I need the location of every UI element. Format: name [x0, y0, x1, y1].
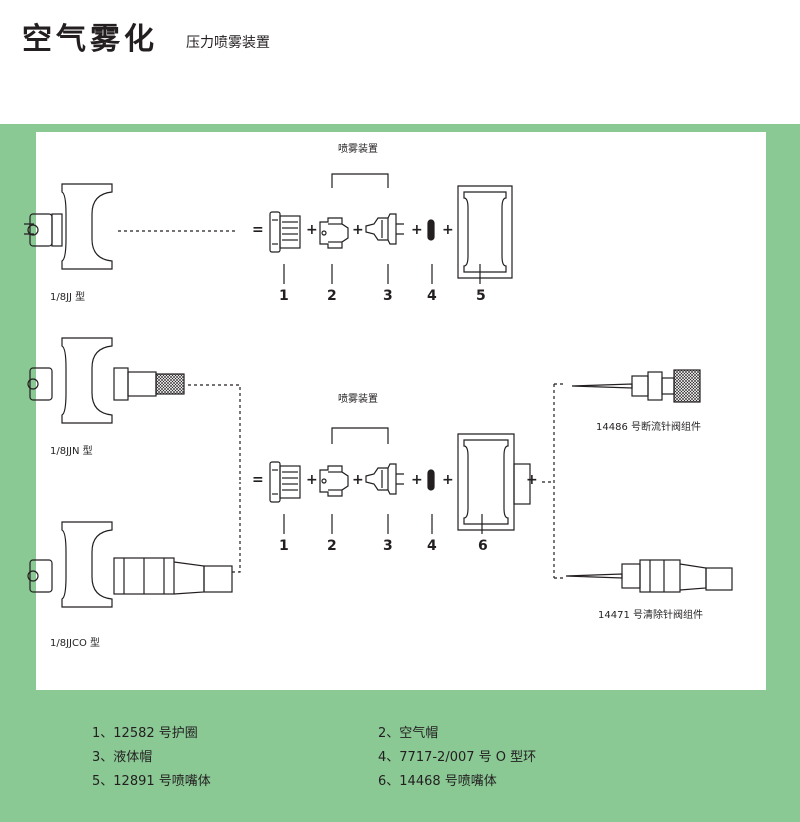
- body-label-1-8jjco: 1/8JJCO 型: [50, 638, 101, 649]
- part-number-top-4: 4: [427, 288, 437, 304]
- plus-sign-1d: +: [442, 222, 454, 238]
- legend-item-4: 4、7717-2/007 号 O 型环: [378, 750, 537, 765]
- legend-item-2: 2、空气帽: [378, 726, 439, 741]
- plus-sign-2d: +: [442, 472, 454, 488]
- body-1-8jjn-diagram: [27, 337, 185, 424]
- part-number-top-3: 3: [383, 288, 393, 304]
- valve-label-14471: 14471 号清除针阀组件: [598, 610, 703, 621]
- plus-sign-2b: +: [352, 472, 364, 488]
- plus-sign-1a: +: [306, 222, 318, 238]
- fluid-cap-2-drawing: [365, 463, 405, 495]
- equals-sign-1: =: [252, 222, 264, 238]
- page-subtitle: 压力喷雾装置: [186, 35, 270, 51]
- part-number-bottom-3: 3: [383, 538, 393, 554]
- nozzle-body-6-drawing: [457, 433, 531, 531]
- retainer-1-drawing: [269, 211, 301, 253]
- part-number-bottom-2: 2: [327, 538, 337, 554]
- o-ring-2-drawing: [427, 469, 435, 491]
- plus-sign-2e: +: [526, 472, 538, 488]
- body-label-1-8jjn: 1/8JJN 型: [50, 446, 93, 457]
- page-title: 空气雾化: [22, 22, 158, 57]
- part-number-bottom-1: 1: [279, 538, 289, 554]
- part-number-top-1: 1: [279, 288, 289, 304]
- spray-setup-label-top: 喷雾装置: [338, 144, 378, 155]
- part-number-top-5: 5: [476, 288, 486, 304]
- body-1-8jj-diagram: [24, 183, 113, 270]
- spray-setup-label-bottom: 喷雾装置: [338, 394, 378, 405]
- shutoff-needle-valve-drawing: [571, 369, 701, 403]
- equals-sign-2: =: [252, 472, 264, 488]
- part-number-bottom-4: 4: [427, 538, 437, 554]
- diagram-panel: [36, 132, 766, 690]
- part-number-top-2: 2: [327, 288, 337, 304]
- plus-sign-1b: +: [352, 222, 364, 238]
- fluid-cap-1-drawing: [365, 213, 405, 245]
- air-cap-2-drawing: [319, 465, 349, 497]
- cleanout-needle-valve-drawing: [565, 559, 733, 593]
- legend-item-1: 1、12582 号护圈: [92, 726, 198, 741]
- nozzle-body-5-drawing: [457, 185, 513, 279]
- plus-sign-2c: +: [411, 472, 423, 488]
- o-ring-1-drawing: [427, 219, 435, 241]
- plus-sign-2a: +: [306, 472, 318, 488]
- legend-item-5: 5、12891 号喷嘴体: [92, 774, 211, 789]
- body-1-8jjco-diagram: [27, 521, 233, 608]
- air-cap-1-drawing: [319, 217, 349, 249]
- part-number-bottom-6: 6: [478, 538, 488, 554]
- legend-item-3: 3、液体帽: [92, 750, 153, 765]
- body-label-1-8jj: 1/8JJ 型: [50, 292, 86, 303]
- legend-item-6: 6、14468 号喷嘴体: [378, 774, 497, 789]
- retainer-2-drawing: [269, 461, 301, 503]
- plus-sign-1c: +: [411, 222, 423, 238]
- valve-label-14486: 14486 号断流针阀组件: [596, 422, 701, 433]
